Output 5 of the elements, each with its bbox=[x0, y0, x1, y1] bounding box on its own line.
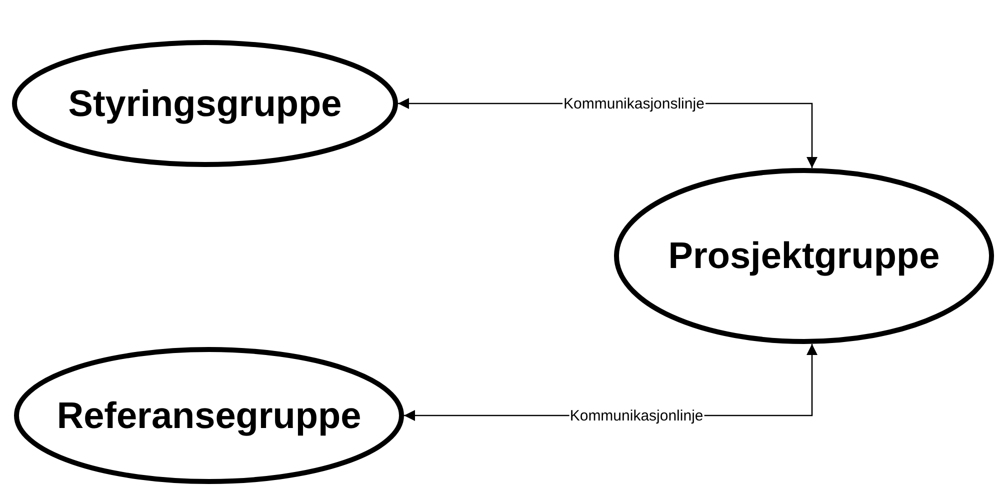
node-label: Referansegruppe bbox=[56, 394, 362, 436]
edge-label: Kommunikasjonlinje bbox=[568, 407, 704, 424]
node-label: Prosjektgruppe bbox=[668, 235, 940, 277]
edge-label: Kommunikasjonslinje bbox=[562, 95, 706, 112]
node-label: Styringsgruppe bbox=[68, 82, 342, 124]
